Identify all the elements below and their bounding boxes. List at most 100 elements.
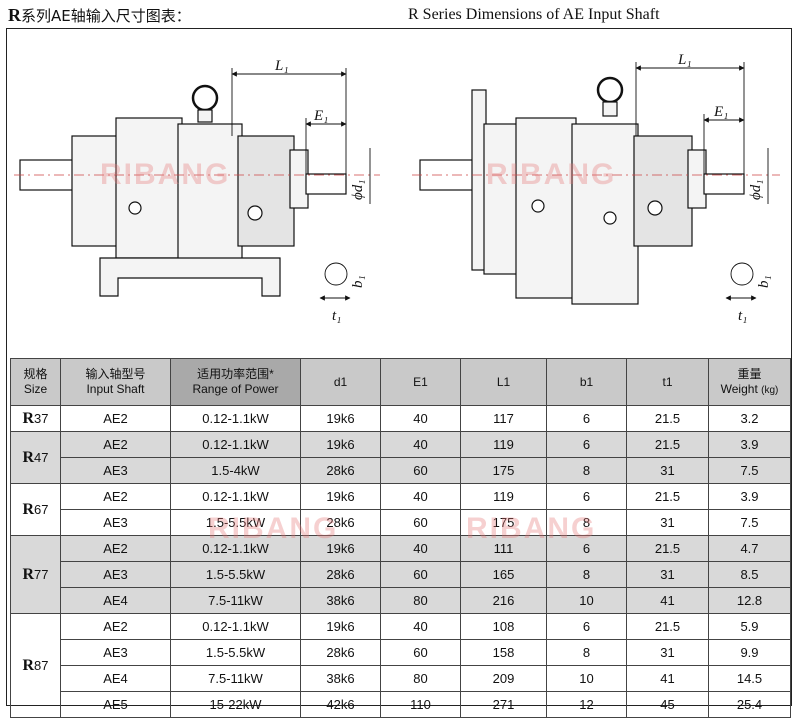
d1-cell: 19k6	[300, 483, 381, 510]
weight-cell: 12.8	[708, 587, 791, 614]
weight-cell: 7.5	[708, 509, 791, 536]
dimension-labels: L₁ E₁ ϕd₁ b₁ t₁ L₁ E₁ ϕd₁ b₁ t₁	[274, 52, 772, 324]
input-shaft-cell: AE4	[60, 665, 171, 692]
b1-cell: 12	[546, 691, 627, 718]
label-b1-right: b₁	[756, 275, 772, 288]
weight-cell: 7.5	[708, 457, 791, 484]
label-b1-left: b₁	[350, 275, 366, 288]
power-range-cell: 1.5-5.5kW	[170, 639, 301, 666]
t1-cell: 31	[626, 457, 709, 484]
d1-cell: 28k6	[300, 509, 381, 536]
d1-cell: 42k6	[300, 691, 381, 718]
power-range-cell: 0.12-1.1kW	[170, 535, 301, 562]
e1-cell: 40	[380, 535, 461, 562]
header-t1: t1	[626, 358, 709, 406]
weight-cell: 3.9	[708, 483, 791, 510]
input-shaft-cell: AE2	[60, 483, 171, 510]
title-cn-text: 系列AE轴输入尺寸图表：	[21, 7, 191, 25]
l1-cell: 108	[460, 613, 547, 640]
foot-mount-view	[19, 84, 347, 297]
e1-cell: 40	[380, 431, 461, 458]
input-shaft-cell: AE4	[60, 587, 171, 614]
input-shaft-cell: AE3	[60, 561, 171, 588]
t1-cell: 21.5	[626, 613, 709, 640]
label-t1-left: t₁	[332, 308, 341, 324]
size-cell: R67	[10, 483, 61, 536]
size-number: 67	[34, 501, 49, 517]
label-l1-right: L₁	[677, 52, 692, 68]
l1-cell: 175	[460, 509, 547, 536]
d1-cell: 28k6	[300, 457, 381, 484]
header-l1: L1	[460, 358, 547, 406]
weight-cell: 3.2	[708, 405, 791, 432]
dimension-drawing: L₁ E₁ ϕd₁ b₁ t₁ L₁ E₁ ϕd₁ b₁ t₁	[14, 52, 780, 324]
input-shaft-cell: AE2	[60, 405, 171, 432]
power-range-cell: 7.5-11kW	[170, 665, 301, 692]
e1-cell: 60	[380, 509, 461, 536]
l1-cell: 117	[460, 405, 547, 432]
t1-cell: 21.5	[626, 535, 709, 562]
t1-cell: 21.5	[626, 483, 709, 510]
d1-cell: 38k6	[300, 587, 381, 614]
size-number: 37	[34, 410, 49, 426]
header-title-cn: R系列AE轴输入尺寸图表：	[8, 4, 191, 26]
power-range-cell: 0.12-1.1kW	[170, 483, 301, 510]
size-letter: R	[22, 565, 35, 583]
b1-cell: 6	[546, 483, 627, 510]
size-cell: R47	[10, 431, 61, 484]
l1-cell: 119	[460, 431, 547, 458]
power-range-cell: 0.12-1.1kW	[170, 613, 301, 640]
label-d1-right: ϕd₁	[748, 180, 764, 200]
size-letter: R	[22, 409, 35, 427]
label-l1-left: L₁	[274, 58, 289, 74]
d1-cell: 19k6	[300, 613, 381, 640]
d1-cell: 28k6	[300, 639, 381, 666]
d1-cell: 19k6	[300, 431, 381, 458]
label-e1-right: E₁	[713, 104, 728, 120]
d1-cell: 19k6	[300, 405, 381, 432]
input-shaft-cell: AE3	[60, 639, 171, 666]
e1-cell: 40	[380, 483, 461, 510]
b1-cell: 8	[546, 561, 627, 588]
size-letter: R	[22, 448, 35, 466]
b1-cell: 6	[546, 431, 627, 458]
l1-cell: 158	[460, 639, 547, 666]
input-shaft-cell: AE2	[60, 535, 171, 562]
weight-cell: 4.7	[708, 535, 791, 562]
t1-cell: 31	[626, 561, 709, 588]
power-range-cell: 1.5-4kW	[170, 457, 301, 484]
input-shaft-cell: AE2	[60, 431, 171, 458]
b1-cell: 10	[546, 587, 627, 614]
e1-cell: 40	[380, 405, 461, 432]
header-b1: b1	[546, 358, 627, 406]
size-letter: R	[22, 656, 35, 674]
weight-cell: 8.5	[708, 561, 791, 588]
t1-cell: 21.5	[626, 431, 709, 458]
e1-cell: 60	[380, 561, 461, 588]
l1-cell: 216	[460, 587, 547, 614]
b1-cell: 10	[546, 665, 627, 692]
weight-cell: 5.9	[708, 613, 791, 640]
b1-cell: 6	[546, 535, 627, 562]
d1-cell: 28k6	[300, 561, 381, 588]
header-e1: E1	[380, 358, 461, 406]
l1-cell: 111	[460, 535, 547, 562]
b1-cell: 8	[546, 509, 627, 536]
l1-cell: 175	[460, 457, 547, 484]
power-range-cell: 0.12-1.1kW	[170, 431, 301, 458]
input-shaft-cell: AE3	[60, 509, 171, 536]
label-e1-left: E₁	[313, 108, 328, 124]
size-cell: R87	[10, 613, 61, 718]
weight-cell: 9.9	[708, 639, 791, 666]
header-d1: d1	[300, 358, 381, 406]
